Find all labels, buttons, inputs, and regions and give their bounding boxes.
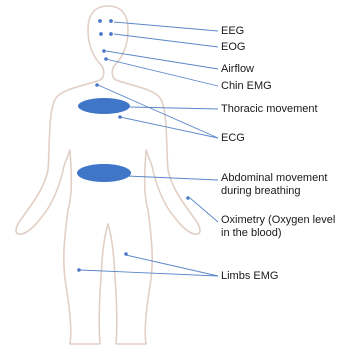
chin-emg-sensor <box>104 57 108 61</box>
label-abdominal-line-2: during breathing <box>221 185 327 198</box>
label-eeg: EEG <box>221 25 244 38</box>
eog-sensor-right <box>109 32 113 36</box>
label-ecg: ECG <box>221 132 245 145</box>
oximetry-sensor <box>186 196 190 200</box>
eeg-sensor-left <box>98 19 102 23</box>
leader-ecg-b <box>120 117 218 138</box>
label-airflow: Airflow <box>221 63 254 76</box>
limb-emg-sensor-left <box>77 268 81 272</box>
abdominal-belt <box>77 164 131 182</box>
label-limbs-emg: Limbs EMG <box>221 270 278 283</box>
leader-eog <box>114 34 218 47</box>
label-eog: EOG <box>221 41 245 54</box>
airflow-sensor <box>102 49 106 53</box>
label-oximetry: Oximetry (Oxygen level in the blood) <box>221 214 335 240</box>
leader-thoracic <box>130 107 218 109</box>
leader-eeg <box>114 22 218 31</box>
ecg-sensor-upper <box>95 83 99 87</box>
label-oximetry-line-1: Oximetry (Oxygen level <box>221 214 335 227</box>
leader-lines <box>80 22 218 276</box>
eeg-sensor-right <box>109 19 113 23</box>
label-oximetry-line-2: in the blood) <box>221 227 335 240</box>
label-thoracic-movement: Thoracic movement <box>221 103 318 116</box>
ecg-sensor-lower <box>118 115 122 119</box>
leader-airflow <box>106 51 218 69</box>
label-chin-emg: Chin EMG <box>221 80 272 93</box>
label-abdominal-line-1: Abdominal movement <box>221 172 327 185</box>
thoracic-belt <box>78 98 130 114</box>
label-abdominal-movement: Abdominal movement during breathing <box>221 172 327 198</box>
eog-sensor-left <box>99 32 103 36</box>
limb-emg-sensor-right <box>124 252 128 256</box>
